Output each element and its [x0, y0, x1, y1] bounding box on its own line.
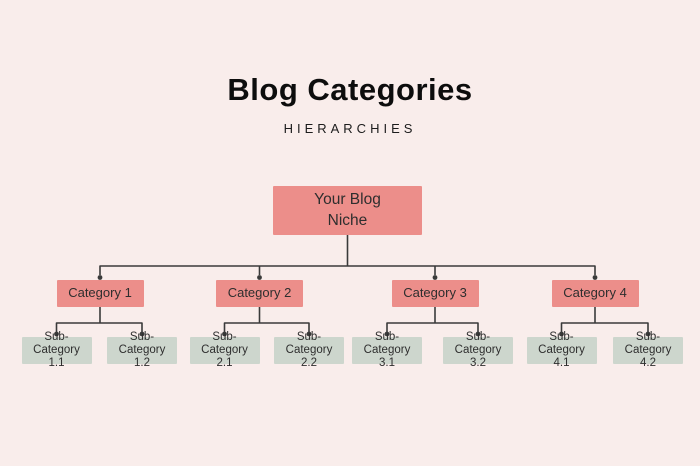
subcategory-node-label-line2: 4.1 — [553, 357, 570, 370]
category-node-2: Category 2 — [216, 280, 303, 307]
subcategory-node-label-line2: 3.2 — [470, 357, 486, 370]
subcategory-node-label-line1: Sub-Category — [454, 330, 502, 356]
category-node-3: Category 3 — [391, 280, 479, 307]
subcategory-node-label-line2: 3.1 — [379, 357, 395, 370]
subcategory-node-label-line1: Sub-Category — [624, 330, 672, 356]
subcategory-node-2-1: Sub-Category 2.1 — [189, 331, 260, 369]
category-node-4: Category 4 — [551, 280, 639, 307]
subcategory-node-label-line2: 4.2 — [640, 357, 656, 370]
root-node-label-line2: Niche — [327, 211, 368, 229]
root-node-your-blog-niche: Your Blog Niche — [273, 186, 422, 235]
subcategory-node-label-line1: Sub-Category — [201, 330, 248, 356]
subcategory-node-label-line1: Sub-Category — [285, 330, 333, 356]
subcategory-node-label-line1: Sub-Category — [118, 330, 166, 356]
subcategory-node-1-1: Sub-Category 1.1 — [21, 331, 92, 369]
subcategory-node-label-line2: 1.2 — [134, 357, 150, 370]
root-node-label-line1: Your Blog — [314, 191, 381, 209]
subcategory-node-label-line2: 2.2 — [301, 357, 317, 370]
category-node-1: Category 1 — [56, 280, 144, 307]
subcategory-node-label-line1: Sub-Category — [33, 330, 80, 356]
subcategory-node-4-1: Sub-Category 4.1 — [526, 331, 597, 369]
subcategory-node-label-line1: Sub-Category — [538, 330, 585, 356]
page-title: Blog Categories — [227, 72, 473, 107]
category-node-label: Category 4 — [563, 285, 627, 301]
arrowhead-dots — [54, 275, 651, 337]
subcategory-node-label-line2: 1.1 — [48, 357, 65, 370]
subcategory-node-label-line1: Sub-Category — [363, 330, 411, 356]
category-node-label: Category 2 — [227, 285, 292, 301]
subcategory-node-2-2: Sub-Category 2.2 — [274, 331, 344, 369]
subcategory-node-3-2: Sub-Category 3.2 — [443, 331, 513, 369]
subcategory-node-4-2: Sub-Category 4.2 — [613, 331, 683, 369]
subcategory-node-label-line2: 2.1 — [216, 357, 233, 370]
subcategory-node-1-2: Sub-Category 1.2 — [107, 331, 177, 369]
category-node-label: Category 3 — [403, 285, 467, 301]
category-node-label: Category 1 — [68, 285, 132, 301]
subcategory-node-3-1: Sub-Category 3.1 — [352, 331, 422, 369]
page-subtitle: HIERARCHIES — [283, 121, 417, 136]
